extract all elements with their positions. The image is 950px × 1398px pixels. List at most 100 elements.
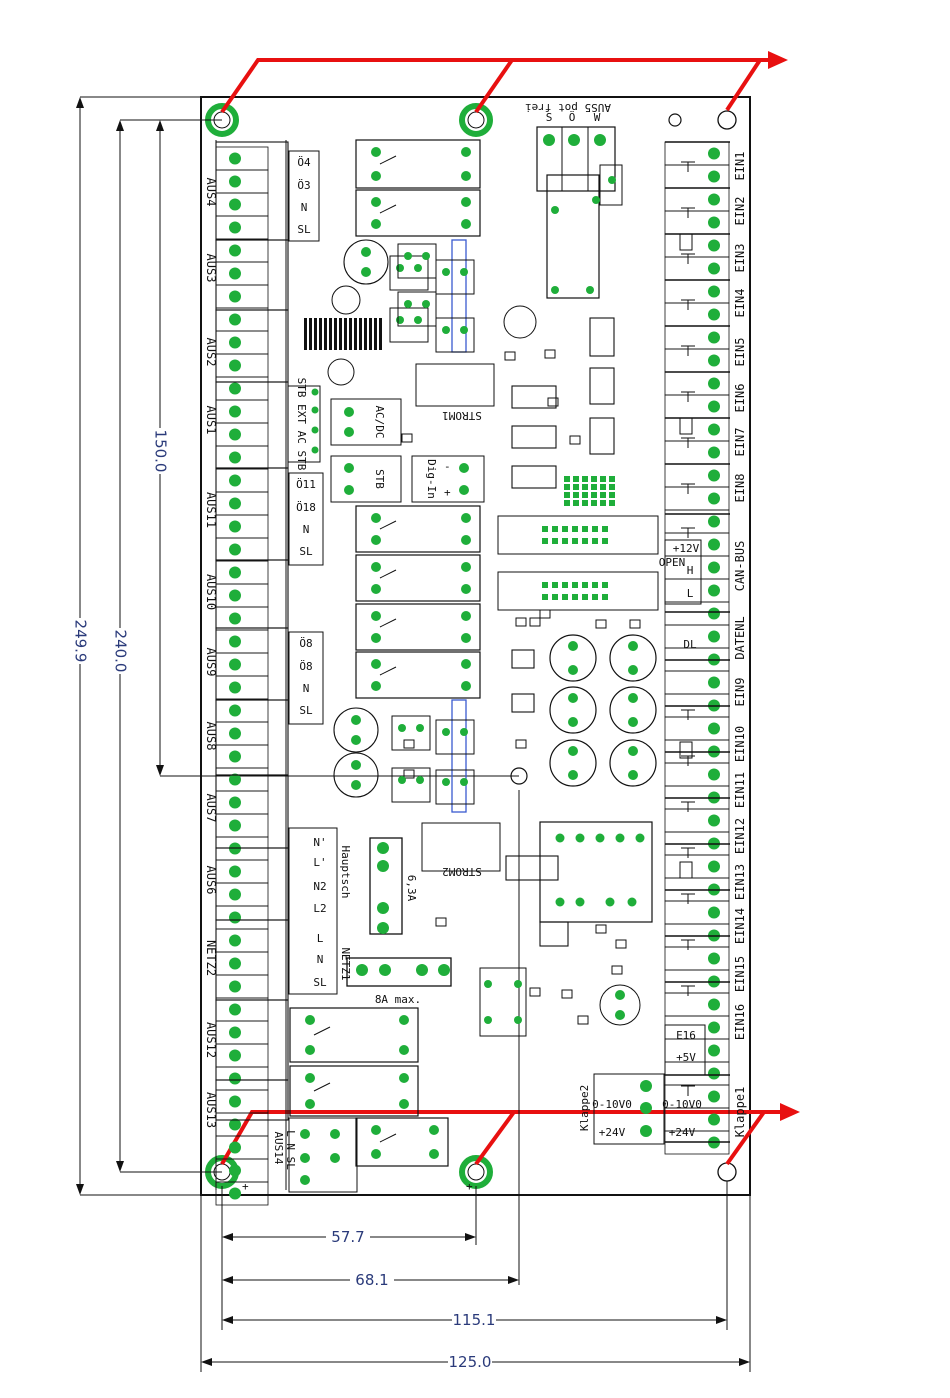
relay-body: [289, 1065, 419, 1117]
terminal-cell: [215, 307, 269, 332]
aus11-terminal-block: Ö11 Ö18 N SL: [288, 472, 324, 566]
aus5-header: AUS5 pot frei: [525, 101, 611, 114]
terminal-pad: [229, 474, 241, 487]
header-pin: [582, 594, 588, 600]
terminal-pad: [229, 221, 241, 234]
terminal-cell: [215, 514, 269, 539]
term-0-10v: 0-10V0: [662, 1098, 702, 1111]
smd-part: [403, 769, 415, 779]
fuse-holder: [451, 699, 467, 813]
klappe2-pin-1: 0-10V0: [592, 1098, 632, 1111]
jumper-pin: [609, 500, 615, 506]
ic-chip: [505, 855, 559, 881]
terminal-cell: [215, 192, 269, 217]
smd-part: [629, 619, 641, 629]
terminal-pad: [708, 607, 720, 620]
relay-pad: [461, 197, 471, 207]
terminal-pad: [229, 1141, 241, 1154]
ic-chip: [589, 317, 615, 357]
terminal-pad: [708, 377, 720, 390]
header-pin: [572, 526, 578, 532]
relay-switch: [379, 155, 397, 165]
term-5v: +5V: [676, 1051, 696, 1064]
terminal-pad: [708, 814, 720, 827]
header-pin: [602, 526, 608, 532]
terminal-cell: [215, 767, 269, 792]
terminal-pad: [229, 313, 241, 326]
terminal-cell: [215, 399, 269, 424]
ac-dc-label: AC/DC: [373, 405, 386, 438]
round-component: [503, 305, 537, 339]
output-group: [215, 919, 289, 1001]
terminal-pad: [708, 400, 720, 413]
can-terminal-labels: +12V H L OPEN DL: [659, 539, 702, 651]
relay-switch: [313, 1082, 331, 1092]
strom2-label: STROM2: [442, 865, 482, 878]
output-group: [215, 559, 289, 629]
regulator: [435, 259, 475, 295]
header-pin: [592, 582, 598, 588]
module-pad: [605, 897, 615, 907]
header-pin: [552, 526, 558, 532]
terminal-cell: [215, 468, 269, 493]
aus11-term-2: Ö18: [296, 501, 316, 514]
aus4-term-3: N: [301, 201, 308, 214]
terminal-pad: [708, 446, 720, 459]
header-pin: [602, 582, 608, 588]
regulator-pad: [414, 316, 422, 324]
fuse-6-3a-label: 6,3A: [405, 875, 418, 902]
terminal-cell: [215, 859, 269, 884]
relay-group: [289, 139, 481, 1167]
relay-body: [289, 1007, 419, 1063]
relay-pad: [399, 1099, 409, 1109]
terminal-pad: [229, 198, 241, 211]
ic-chip: [511, 425, 557, 449]
terminal-cell: [215, 606, 269, 631]
ic-chip: [511, 385, 557, 409]
regulator: [389, 307, 429, 343]
left-terminal-strip: [215, 140, 289, 1206]
relay-pad: [399, 1045, 409, 1055]
regulator-pad: [442, 778, 450, 786]
smd-part: [529, 987, 541, 997]
terminal-pad: [229, 658, 241, 671]
terminal-cell: [215, 422, 269, 447]
left-output-labels: AUS4 AUS3 AUS2 AUS1 AUS11 AUS10 AUS9 AUS…: [204, 178, 218, 1129]
relay-pad: [461, 681, 471, 691]
terminal-cell: [215, 353, 269, 378]
relay-switch: [313, 1026, 331, 1036]
aus4-term-1: Ö4: [297, 156, 311, 169]
aus11-term-3: N: [303, 523, 310, 536]
terminal-cell: [215, 169, 269, 194]
terminal-pad: [708, 1021, 720, 1034]
mounting-hole: [467, 1163, 485, 1181]
output-group: [215, 1079, 289, 1121]
mounting-hole: [717, 110, 737, 130]
jumper-pin: [582, 476, 588, 482]
aus4-term-4: SL: [297, 223, 311, 236]
output-group: [215, 141, 289, 241]
jumper-pin: [600, 492, 606, 498]
jumper-pin: [582, 484, 588, 490]
aus14-label: AUS14: [272, 1131, 285, 1164]
dim-57-7: 57.7: [331, 1228, 364, 1246]
terminal-pad: [229, 336, 241, 349]
terminal-cell: [215, 284, 269, 309]
module-pad: [627, 897, 637, 907]
dim-249-9: 249.9: [72, 620, 90, 663]
regulator-pad: [396, 316, 404, 324]
regulator: [397, 243, 437, 279]
relay-pad: [429, 1125, 439, 1135]
terminal-pad: [708, 860, 720, 873]
dig-in-label: Dig-In: [425, 459, 438, 499]
terminal-cell: [215, 652, 269, 677]
terminal-pad: [229, 267, 241, 280]
netz-term-7: SL: [313, 976, 327, 989]
label-can-bus: CAN-BUS: [733, 541, 747, 592]
relay-body: [355, 189, 481, 237]
header-pin: [572, 582, 578, 588]
terminal-cell: [215, 1066, 269, 1091]
regulator-pad: [442, 326, 450, 334]
terminal-pad: [229, 911, 241, 924]
label-ein15: EIN15: [733, 956, 747, 992]
